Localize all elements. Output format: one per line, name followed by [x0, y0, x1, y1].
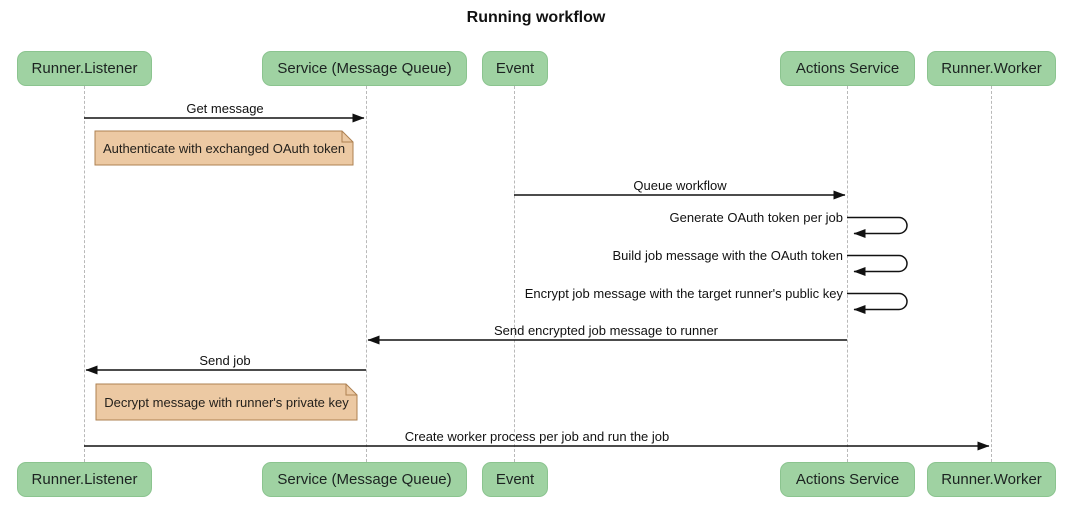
lifeline-runner-worker: [991, 86, 992, 462]
participant-top-service-message-queue: Service (Message Queue): [262, 51, 467, 86]
participant-bottom-event: Event: [482, 462, 548, 497]
diagram-title: Running workflow: [466, 9, 606, 26]
participant-bottom-service-message-queue: Service (Message Queue): [262, 462, 467, 497]
participant-label: Runner.Worker: [941, 471, 1042, 488]
lifeline-service-message-queue: [366, 86, 367, 462]
participant-label: Actions Service: [795, 60, 900, 77]
participant-bottom-runner-worker: Runner.Worker: [927, 462, 1056, 497]
note-authenticate-oauth: Authenticate with exchanged OAuth token: [102, 140, 346, 156]
message-label-queue-workflow: Queue workflow: [633, 178, 727, 193]
participant-top-event: Event: [482, 51, 548, 86]
message-label-send-encrypted-job-message: Send encrypted job message to runner: [493, 323, 719, 338]
message-label-generate-oauth-token: Generate OAuth token per job: [669, 210, 843, 225]
participant-label: Runner.Listener: [31, 60, 138, 77]
participant-top-actions-service: Actions Service: [780, 51, 915, 86]
lifeline-event: [514, 86, 515, 462]
participant-label: Service (Message Queue): [277, 471, 452, 488]
participant-top-runner-worker: Runner.Worker: [927, 51, 1056, 86]
message-label-encrypt-job-message: Encrypt job message with the target runn…: [524, 286, 843, 301]
participant-label: Event: [495, 471, 535, 488]
lifeline-actions-service: [847, 86, 848, 462]
message-label-get-message: Get message: [186, 101, 264, 116]
participant-bottom-actions-service: Actions Service: [780, 462, 915, 497]
participant-label: Runner.Worker: [941, 60, 1042, 77]
participant-label: Event: [495, 60, 535, 77]
participant-label: Actions Service: [795, 471, 900, 488]
participant-label: Service (Message Queue): [277, 60, 452, 77]
message-label-create-worker-process: Create worker process per job and run th…: [404, 429, 670, 444]
lifeline-runner-listener: [84, 86, 85, 462]
participant-bottom-runner-listener: Runner.Listener: [17, 462, 152, 497]
selfloop-generate-oauth-token: [847, 216, 908, 238]
message-label-send-job: Send job: [199, 353, 251, 368]
participant-label: Runner.Listener: [31, 471, 138, 488]
note-decrypt-private-key: Decrypt message with runner's private ke…: [104, 394, 349, 410]
selfloop-encrypt-job-message: [847, 292, 908, 314]
participant-top-runner-listener: Runner.Listener: [17, 51, 152, 86]
message-label-build-job-message: Build job message with the OAuth token: [612, 248, 843, 263]
selfloop-build-job-message: [847, 254, 908, 276]
